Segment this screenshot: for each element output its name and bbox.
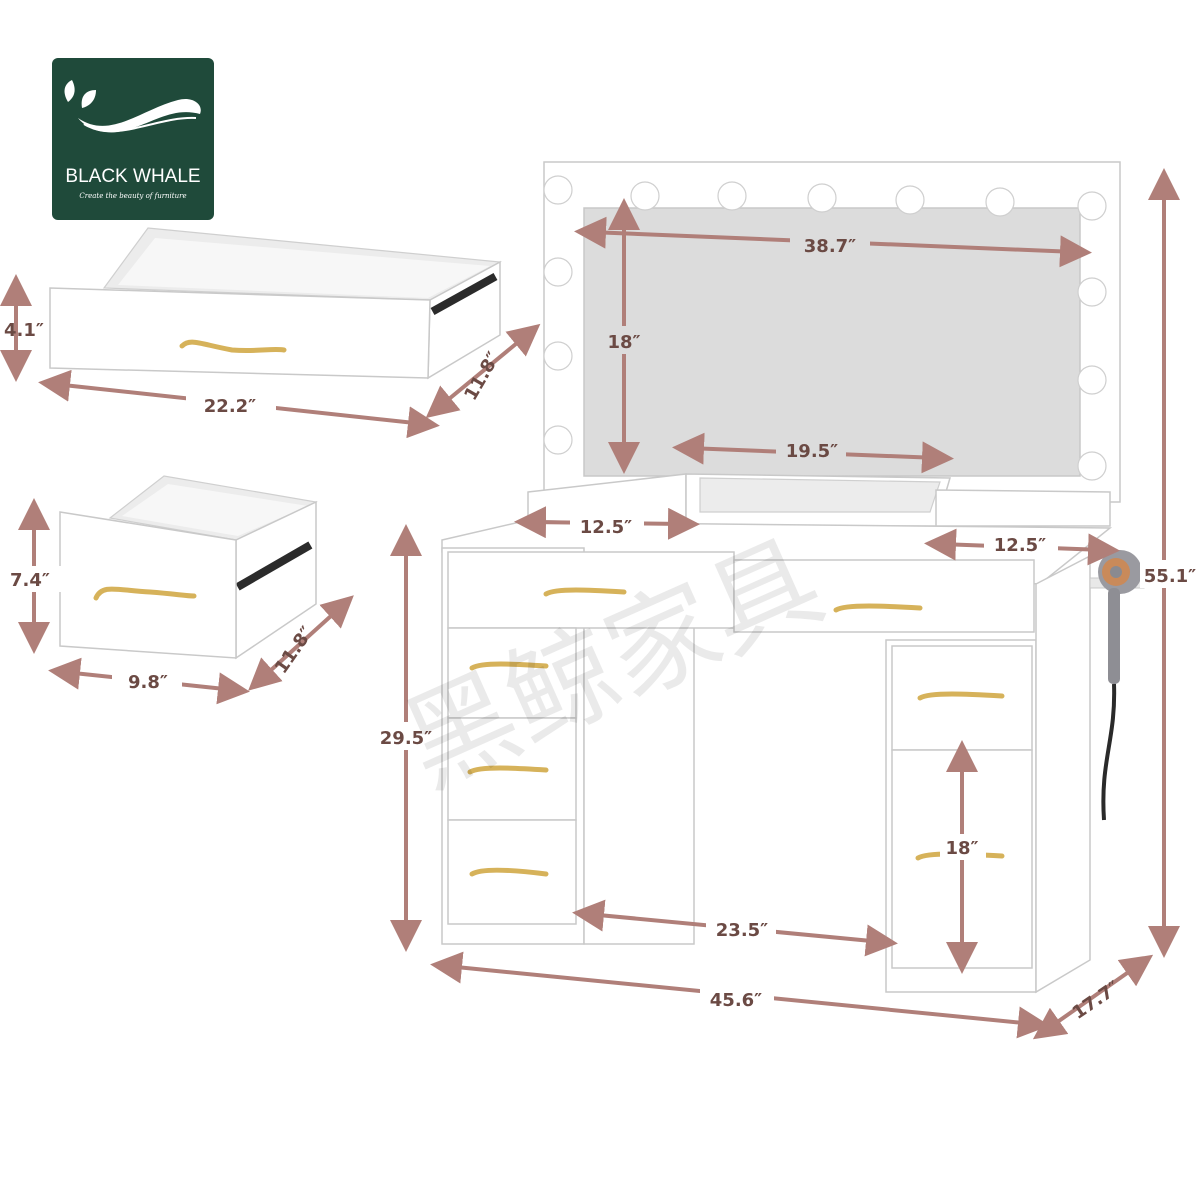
total-width-label: 45.6″ — [710, 990, 762, 1011]
large-drawer-width-dim: 22.2″ — [38, 369, 440, 439]
desk-height-label: 29.5″ — [380, 728, 432, 749]
light-bulbs — [543, 175, 1107, 481]
cabinet-height-dim: 18″ — [940, 740, 986, 974]
center-shelf-width-dim: 19.5″ — [672, 432, 954, 474]
small-drawer-height-label: 7.4″ — [10, 570, 50, 591]
hair-dryer-icon — [1089, 550, 1145, 821]
brand-name: BLACK WHALE — [65, 166, 200, 187]
mirror-width-dim: 38.7″ — [574, 216, 1092, 268]
whale-icon — [78, 98, 201, 133]
right-shelf-width-label: 12.5″ — [994, 535, 1046, 556]
center-shelf-width-label: 19.5″ — [786, 441, 838, 462]
total-width-dim: 45.6″ — [430, 951, 1050, 1039]
small-drawer — [59, 475, 318, 660]
drawer-handle — [469, 867, 549, 877]
drawer-handle — [917, 691, 1005, 701]
drawer-handle — [833, 603, 923, 613]
leaf-icon — [64, 80, 96, 108]
drawer-handle — [543, 587, 627, 597]
brand-badge: BLACK WHALE Create the beauty of furnitu… — [52, 58, 214, 220]
mirror-width-label: 38.7″ — [804, 236, 856, 257]
leg-opening-dim: 23.5″ — [572, 899, 898, 957]
large-drawer-height-dim: 4.1″ — [0, 274, 44, 382]
desk-height-dim: 29.5″ — [374, 524, 440, 952]
depth-label: 17.7″ — [1069, 977, 1124, 1024]
drawer-handle — [467, 765, 549, 775]
large-drawer — [49, 227, 503, 380]
total-height-label: 55.1″ — [1144, 566, 1196, 587]
left-shelf-width-dim: 12.5″ — [514, 506, 700, 540]
drawer-handle — [469, 661, 549, 671]
small-drawer-height-dim: 7.4″ — [2, 498, 62, 654]
large-drawer-width-label: 22.2″ — [204, 396, 256, 417]
right-shelf-width-dim: 12.5″ — [924, 528, 1120, 566]
small-drawer-depth-label: 11.8″ — [271, 623, 318, 678]
leg-opening-label: 23.5″ — [716, 920, 768, 941]
mirror-height-label: 18″ — [607, 332, 640, 353]
left-shelf-width-label: 12.5″ — [580, 517, 632, 538]
small-drawer-width-label: 9.8″ — [128, 672, 168, 693]
mirror-height-dim: 18″ — [600, 198, 650, 474]
drawer-handle — [179, 339, 287, 354]
brand-tagline: Create the beauty of furniture — [79, 192, 186, 200]
cabinet-height-label: 18″ — [945, 838, 978, 859]
drawer-handle — [93, 586, 197, 601]
small-drawer-width-dim: 9.8″ — [48, 657, 250, 705]
large-drawer-depth-label: 11.8″ — [460, 348, 504, 404]
large-drawer-height-label: 4.1″ — [4, 320, 44, 341]
total-height-dim: 55.1″ — [1140, 168, 1200, 958]
